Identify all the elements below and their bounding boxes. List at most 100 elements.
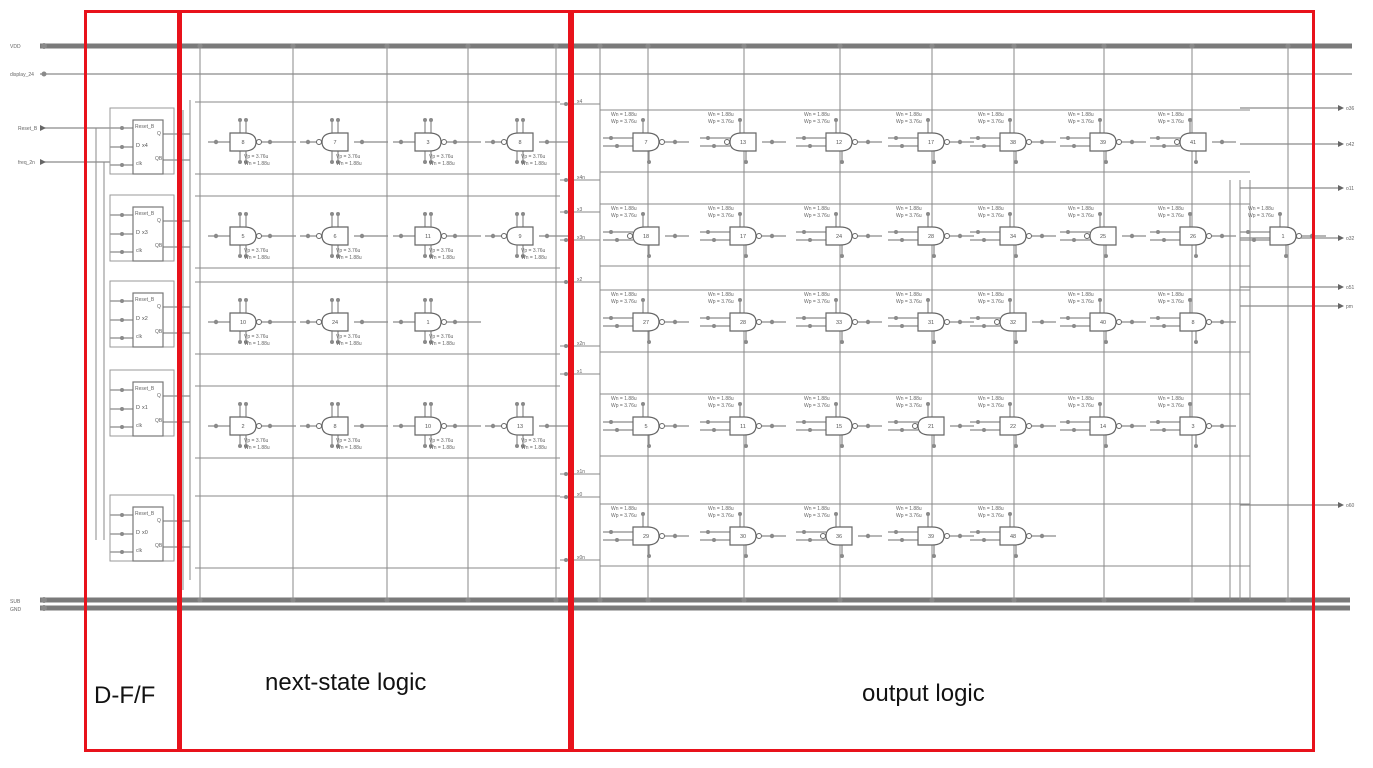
node-label: x3: [577, 207, 583, 213]
junction-dot: [647, 254, 651, 258]
junction-dot: [267, 139, 273, 145]
junction-dot: [429, 212, 433, 216]
junction-dot: [1219, 319, 1225, 325]
junction-dot: [1156, 230, 1160, 234]
logic-gate: 2: [229, 416, 262, 436]
gate-param-text: Wn = 1.88u: [336, 341, 362, 347]
junction-dot: [615, 538, 619, 542]
junction-dot: [359, 319, 365, 325]
flip-flop-q-pin: Q: [157, 518, 161, 524]
junction-dot: [238, 212, 242, 216]
flip-flop-clk-pin: clk: [136, 334, 143, 340]
junction-dot: [564, 210, 568, 214]
junction-dot: [738, 118, 742, 122]
logic-gate: 25: [1084, 226, 1117, 246]
junction-dot: [926, 402, 930, 406]
logic-gate: 13: [501, 416, 534, 436]
junction-dot: [120, 336, 124, 340]
junction-dot: [120, 145, 124, 149]
junction-dot: [1219, 423, 1225, 429]
gate-param-text: Wn = 1.88u: [611, 112, 637, 118]
junction-dot: [597, 597, 603, 603]
gate-bubble: [316, 423, 322, 429]
junction-dot: [1014, 444, 1018, 448]
junction-dot: [423, 340, 427, 344]
junction-dot: [465, 43, 471, 49]
junction-dot: [744, 254, 748, 258]
junction-dot: [706, 316, 710, 320]
gate-param-text: Wp = 3.76u: [1068, 119, 1094, 125]
gate-body: [229, 226, 257, 246]
gnd-label: GND: [10, 607, 22, 613]
junction-dot: [1162, 238, 1166, 242]
junction-dot: [238, 340, 242, 344]
junction-dot: [452, 423, 458, 429]
gate-param-text: Wp = 3.76u: [804, 119, 830, 125]
gate-body: [729, 526, 757, 546]
junction-dot: [769, 139, 775, 145]
logic-gate: 8: [501, 132, 534, 152]
gate-param-text: Wp = 3.76u: [896, 403, 922, 409]
gate-bubble: [256, 319, 262, 325]
gate-param-text: Wn = 1.88u: [896, 292, 922, 298]
logic-gate: 14: [1089, 416, 1122, 436]
gate-bubble: [256, 233, 262, 239]
junction-dot: [672, 233, 678, 239]
gate-body: [1089, 416, 1117, 436]
junction-dot: [244, 298, 248, 302]
junction-dot: [359, 233, 365, 239]
junction-dot: [982, 144, 986, 148]
flip-flop-qb-pin: QB: [155, 329, 163, 335]
node-label: x1: [577, 369, 583, 375]
junction-dot: [609, 530, 613, 534]
junction-dot: [900, 324, 904, 328]
junction-dot: [330, 340, 334, 344]
reset-input-label: Reset_B: [18, 126, 38, 132]
junction-dot: [865, 533, 871, 539]
junction-dot: [926, 212, 930, 216]
gate-bubble: [441, 139, 447, 145]
gate-body: [1179, 312, 1207, 332]
gate-param-text: Wn = 1.88u: [978, 506, 1004, 512]
junction-dot: [336, 298, 340, 302]
junction-dot: [213, 319, 219, 325]
logic-gate: 28: [729, 312, 762, 332]
gate-body: [729, 312, 757, 332]
junction-dot: [490, 233, 496, 239]
gate-param-text: Wn = 1.88u: [708, 206, 734, 212]
gate-param-text: Vp = 3.76u: [521, 438, 546, 444]
junction-dot: [802, 230, 806, 234]
junction-dot: [1189, 597, 1195, 603]
gate-param-text: Wn = 1.88u: [804, 206, 830, 212]
next-state-region-label: next-state logic: [265, 669, 427, 696]
gate-param-text: Wp = 3.76u: [1068, 403, 1094, 409]
junction-dot: [609, 230, 613, 234]
junction-dot: [706, 230, 710, 234]
gate-label: 17: [740, 234, 746, 240]
dff-region: [84, 10, 180, 752]
gate-body: [632, 312, 660, 332]
junction-dot: [359, 139, 365, 145]
junction-dot: [330, 298, 334, 302]
junction-dot: [1129, 423, 1135, 429]
junction-dot: [808, 144, 812, 148]
gate-bubble: [1026, 423, 1032, 429]
junction-dot: [515, 402, 519, 406]
junction-dot: [423, 118, 427, 122]
junction-dot: [330, 160, 334, 164]
gate-param-text: Wn = 1.88u: [804, 112, 830, 118]
gate-bubble: [256, 423, 262, 429]
logic-gate: 11: [729, 416, 762, 436]
junction-dot: [865, 423, 871, 429]
gate-param-text: Wp = 3.76u: [611, 299, 637, 305]
junction-dot: [957, 233, 963, 239]
gate-body: [632, 416, 660, 436]
junction-dot: [553, 43, 559, 49]
junction-dot: [976, 230, 980, 234]
gate-param-text: Wn = 1.88u: [1068, 396, 1094, 402]
gate-param-text: Wp = 3.76u: [896, 299, 922, 305]
label-layer: VDDdisplay_24SUBGNDReset_Bfreq_2nReset_B…: [10, 44, 1355, 613]
gate-param-text: Vp = 3.76u: [336, 334, 361, 340]
gate-param-text: Wp = 3.76u: [978, 403, 1004, 409]
